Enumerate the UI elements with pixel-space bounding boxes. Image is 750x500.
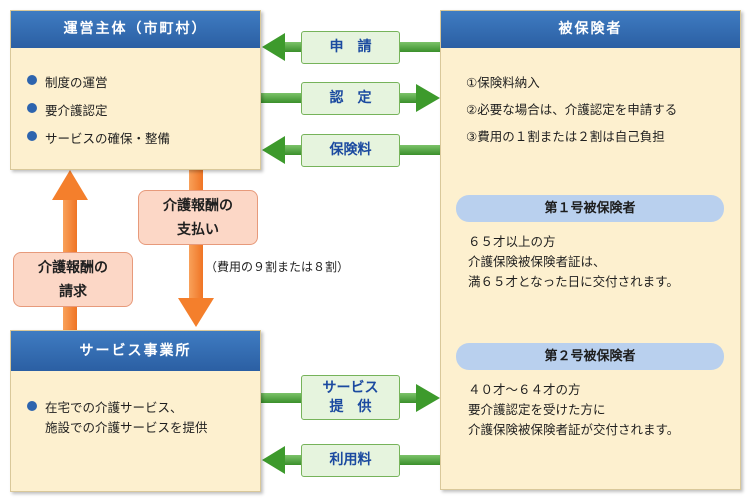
insured-box: 被保険者 [440, 10, 741, 490]
service-label-line1: サービス [322, 380, 379, 396]
group1-line: 介護保険被保険者証は、 [468, 254, 606, 269]
group1-line: ６５才以上の方 [468, 234, 556, 249]
payment-ratio-note: （費用の９割または８割） [205, 260, 350, 274]
service-line-2: 施設での介護サービスを提供 [45, 420, 208, 435]
numbered-item: ①保険料納入 [466, 75, 540, 90]
municipality-box: 運営主体（市町村） 制度の運営 要介護認定 サービスの確保・整備 [10, 10, 261, 170]
certify-label: 認 定 [301, 82, 400, 115]
group2-line: ４０才～６４才の方 [468, 382, 581, 397]
service-provider-list: 在宅での介護サービス、 施設での介護サービスを提供 [25, 398, 260, 438]
fee-label: 利用料 [301, 444, 400, 477]
claim-label-line2: 請求 [59, 284, 87, 300]
service-provider-box: サービス事業所 在宅での介護サービス、 施設での介護サービスを提供 [10, 330, 261, 492]
payment-label-line2: 支払い [177, 222, 219, 238]
list-item: サービスの確保・整備 [25, 128, 260, 147]
service-line-1: 在宅での介護サービス、 [45, 400, 183, 415]
municipality-title: 運営主体（市町村） [11, 11, 260, 48]
group2-line: 要介護認定を受けた方に [468, 402, 606, 417]
service-label-line2: 提 供 [329, 399, 372, 415]
group2-description: ４０才～６４才の方 要介護認定を受けた方に 介護保険被保険者証が交付されます。 [468, 380, 679, 440]
group1-description: ６５才以上の方 介護保険被保険者証は、 満６５才となった日に交付されます。 [468, 232, 679, 292]
group2-badge: 第２号被保険者 [456, 343, 724, 370]
numbered-item: ②必要な場合は、介護認定を申請する [466, 102, 678, 117]
group2-line: 介護保険被保険者証が交付されます。 [468, 422, 680, 437]
list-item: 制度の運営 [25, 72, 260, 91]
list-item: 要介護認定 [25, 100, 260, 119]
insured-title: 被保険者 [441, 11, 740, 48]
group1-badge: 第１号被保険者 [456, 195, 724, 222]
municipality-list: 制度の運営 要介護認定 サービスの確保・整備 [25, 72, 260, 147]
insured-numbered-list: ①保険料納入 ②必要な場合は、介護認定を申請する ③費用の１割または２割は自己負… [466, 69, 677, 150]
premium-label: 保険料 [301, 134, 400, 167]
claim-label: 介護報酬の 請求 [13, 252, 133, 307]
service-provider-title: サービス事業所 [11, 331, 260, 371]
list-item: 在宅での介護サービス、 施設での介護サービスを提供 [25, 398, 260, 438]
payment-label: 介護報酬の 支払い [138, 190, 258, 245]
group1-line: 満６５才となった日に交付されます。 [468, 274, 679, 289]
apply-label: 申 請 [301, 31, 400, 64]
service-label: サービス 提 供 [301, 375, 400, 420]
numbered-item: ③費用の１割または２割は自己負担 [466, 129, 665, 144]
claim-label-line1: 介護報酬の [38, 260, 108, 276]
payment-label-line1: 介護報酬の [163, 198, 233, 214]
